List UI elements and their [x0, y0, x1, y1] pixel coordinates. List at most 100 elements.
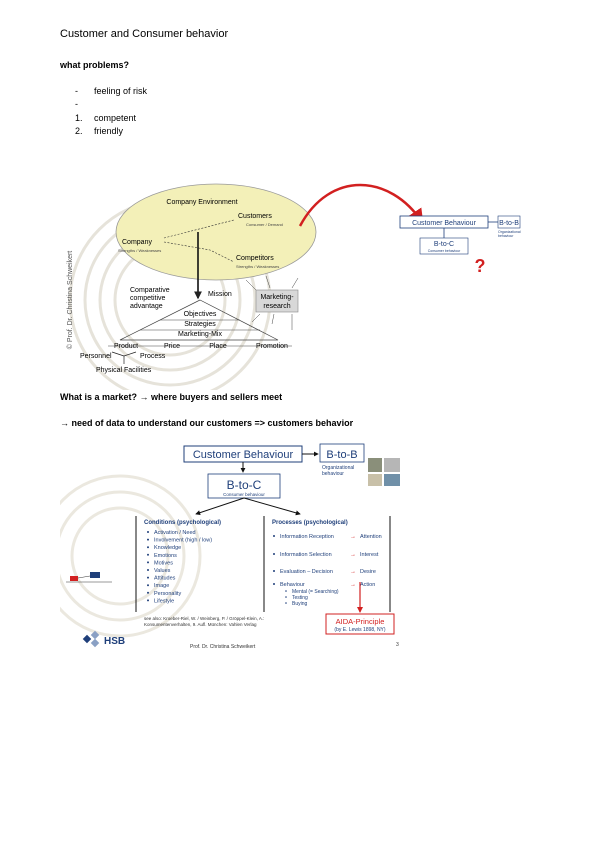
company-environment-diagram: © Prof. Dr. Christina Schweikert Company…	[66, 183, 521, 390]
condition-bullet	[147, 553, 149, 556]
process-arrow-icon: →	[350, 582, 356, 588]
aida-sub: (by E. Lewis 1898, NY)	[334, 627, 385, 633]
marketing-research-box	[255, 289, 299, 313]
thumbnail-image	[384, 458, 400, 472]
source-line-2: Konsumentenverhalten, 9. Aufl. München: …	[144, 622, 257, 627]
page-title: Customer and Consumer behavior	[60, 28, 229, 40]
behaviour-bullet	[285, 590, 287, 592]
cb-label: Customer Behaviour	[193, 449, 294, 461]
btob-sub-1: Organizational	[322, 465, 354, 471]
mini-btoc-box	[419, 237, 469, 255]
to-conditions-arrow	[195, 497, 245, 516]
aida-stage: Action	[360, 582, 375, 588]
condition-item: Emotions	[154, 553, 177, 559]
thumbnail-image	[368, 474, 382, 486]
p-price: Price	[164, 343, 180, 350]
competitors-label: Competitors	[236, 255, 274, 262]
mix-label: Marketing-Mix	[178, 331, 222, 338]
mini-btob: B-to-B	[499, 220, 519, 227]
customers-sub: Consumer / Demand	[246, 222, 283, 227]
p-promotion: Promotion	[256, 343, 288, 350]
company-label: Company	[122, 239, 152, 246]
process-arrow-icon: →	[350, 552, 356, 558]
btoc-box	[207, 473, 281, 499]
strategies-label: Strategies	[184, 321, 216, 328]
aida-stage: Desire	[360, 569, 376, 575]
watermark-rings	[60, 474, 202, 638]
numbered-text: friendly	[94, 126, 124, 136]
condition-item: Motives	[154, 560, 173, 566]
condition-bullet	[147, 576, 149, 579]
objectives-label: Objectives	[184, 311, 217, 318]
problems-heading: what problems?	[60, 60, 130, 70]
condition-item: Involvement (high / low)	[154, 538, 212, 544]
numbered-mark: 1.	[75, 113, 83, 123]
behaviour-sub-item: Mental (= Searching)	[292, 589, 339, 595]
mini-btob-sub-2: behaviour	[498, 234, 514, 238]
aida-stage: Attention	[360, 534, 382, 540]
process-bullet	[273, 570, 275, 572]
condition-bullet	[147, 538, 149, 541]
mini-btoc: B-to-C	[434, 241, 454, 248]
env-label: Company Environment	[166, 199, 237, 206]
condition-bullet	[147, 546, 149, 549]
condition-item: Image	[154, 583, 169, 589]
logo-text: HSB	[104, 636, 125, 647]
footer-author: Prof. Dr. Christina Schweikert	[190, 644, 256, 650]
bullet-mark: -	[75, 86, 78, 96]
condition-bullet	[147, 584, 149, 587]
condition-item: Attitudes	[154, 576, 176, 582]
question-mark: ?	[475, 256, 486, 276]
aida-box	[325, 613, 395, 635]
condition-bullet	[147, 569, 149, 571]
condition-item: Values	[154, 568, 171, 574]
process-bullet	[273, 553, 275, 555]
condition-bullet	[147, 591, 149, 594]
mini-btob-box	[497, 215, 521, 229]
customers-label: Customers	[238, 213, 272, 220]
customer-behaviour-slide: Customer Behaviour B-to-B Organizational…	[60, 443, 400, 650]
source-line-1: see also: Kroeber-Riel, W. / Weinberg, P…	[144, 616, 264, 621]
cca-line-1: Comparative	[130, 287, 170, 294]
condition-item: Knowledge	[154, 545, 181, 551]
process-label: Process	[140, 353, 166, 360]
behaviour-bullet	[285, 602, 287, 604]
process-bullet	[273, 535, 275, 537]
condition-item: Activation / Need	[154, 530, 196, 536]
behaviour-sub-item: Buying	[292, 601, 308, 607]
condition-bullet	[147, 561, 149, 564]
processes-list: Information Reception→AttentionInformati…	[273, 534, 382, 607]
environment-ellipse	[115, 183, 317, 281]
process-arrow-icon: →	[350, 534, 356, 540]
p-place: Place	[209, 343, 227, 350]
author-vertical: © Prof. Dr. Christina Schweikert	[66, 251, 74, 350]
facilities-label: Physical Facilities	[96, 367, 152, 374]
mini-btoc-sub: Consumer behaviour	[428, 249, 461, 253]
thumbnail-image	[384, 474, 400, 486]
p-product: Product	[114, 343, 138, 350]
processes-title: Processes (psychological)	[272, 520, 348, 526]
cca-line-2: competitive	[130, 295, 166, 302]
condition-item: Lifestyle	[154, 598, 174, 604]
condition-bullet	[147, 599, 149, 602]
need-data-line: → need of data to understand our custome…	[60, 418, 354, 428]
thumbnail-image	[368, 458, 382, 472]
bullet-text: feeling of risk	[94, 86, 148, 96]
behaviour-sub-item: Testing	[292, 595, 308, 601]
process-bullet	[273, 583, 275, 585]
mr-line-2: research	[263, 303, 290, 310]
market-question: What is a market? → where buyers and sel…	[60, 392, 283, 402]
conditions-title: Conditions (psychological)	[144, 520, 221, 526]
ellipse-links	[163, 219, 235, 263]
btoc-sub: Consumer behaviour	[223, 492, 265, 497]
footer-page: 3	[396, 642, 399, 648]
research-arrows	[245, 275, 299, 330]
aida-label: AIDA-Principle	[336, 617, 385, 626]
to-processes-arrow	[243, 497, 301, 516]
btob-label: B-to-B	[326, 449, 357, 461]
bullet-mark: -	[75, 99, 78, 109]
mini-pictogram	[66, 572, 112, 583]
behaviour-bullet	[285, 596, 287, 598]
competitors-sub: Strengths / Weaknesses	[236, 264, 279, 269]
